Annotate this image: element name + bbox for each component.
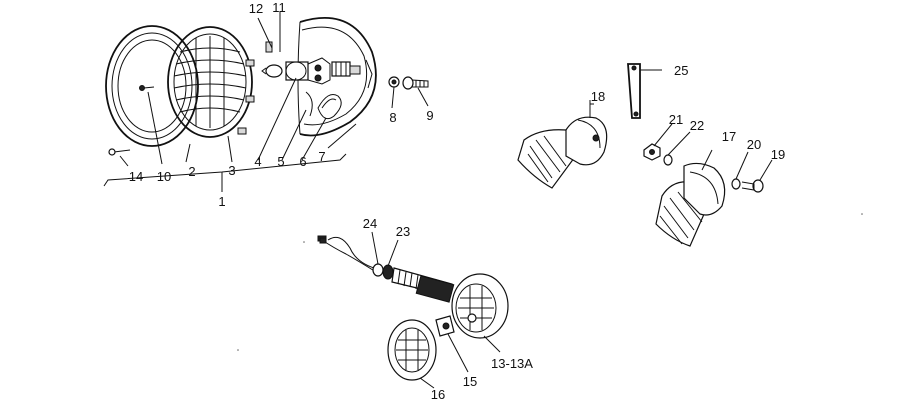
horn-leaders [590,103,773,181]
signal-leaders [371,231,501,389]
scan-speck [303,241,305,243]
spring-clip [317,94,342,120]
callout-4: 4 [254,154,261,169]
scan-speck [861,213,863,215]
callout-1: 1 [218,194,225,209]
stem-nut [382,264,394,280]
signal-lens [387,319,437,381]
callout-11: 11 [272,0,286,15]
horn-bracket-strap [627,63,662,119]
headlamp-assembly [103,12,429,192]
callout-14: 14 [129,169,143,184]
callout-20: 20 [747,137,761,152]
lens-clip-lower [237,127,247,135]
callout-2: 2 [188,164,195,179]
callout-18: 18 [591,89,605,104]
signal-bulb [435,315,455,337]
callout-22: 22 [690,118,704,133]
callout-17: 17 [722,129,736,144]
callout-5: 5 [277,154,284,169]
headlamp-lens [167,26,255,138]
gasket [305,91,313,117]
signal-stem [391,267,455,303]
lens-clip-top [245,59,255,67]
rim-screw [108,148,131,156]
callout-10: 10 [157,169,171,184]
callout-9: 9 [426,108,433,123]
callout-16: 16 [431,387,445,402]
grommet [372,263,384,277]
callout-3: 3 [228,163,235,178]
callout-19: 19 [771,147,785,162]
callout-13-13A: 13-13A [491,356,533,371]
headlamp-shell [297,17,377,137]
turn-signal-assembly [317,231,509,389]
horn-bolt [741,179,764,193]
callout-15: 15 [463,374,477,389]
callout-12: 12 [249,1,263,16]
horn-washer-20 [731,178,741,190]
callout-21: 21 [669,112,683,127]
signal-housing [451,273,509,339]
washer [388,76,400,88]
horn-nut [643,143,661,161]
headlamp-bulb [261,64,283,78]
bulb-holder [285,57,331,85]
scan-speck [237,349,239,351]
callout-6: 6 [299,154,306,169]
horn-assembly [517,63,773,247]
wiring-connector [331,61,361,77]
callout-8: 8 [389,110,396,125]
horn-18 [517,100,608,189]
adjusting-screw [139,85,155,91]
callout-25: 25 [674,63,688,78]
headlamp-leaders [119,12,429,167]
mounting-bolt [402,76,429,90]
callout-23: 23 [396,224,410,239]
lens-clip-bottom [245,95,255,103]
callout-7: 7 [318,149,325,164]
callout-24: 24 [363,216,377,231]
horn-17 [655,149,726,247]
horn-washer-22 [663,154,673,166]
signal-wiring [317,235,377,273]
